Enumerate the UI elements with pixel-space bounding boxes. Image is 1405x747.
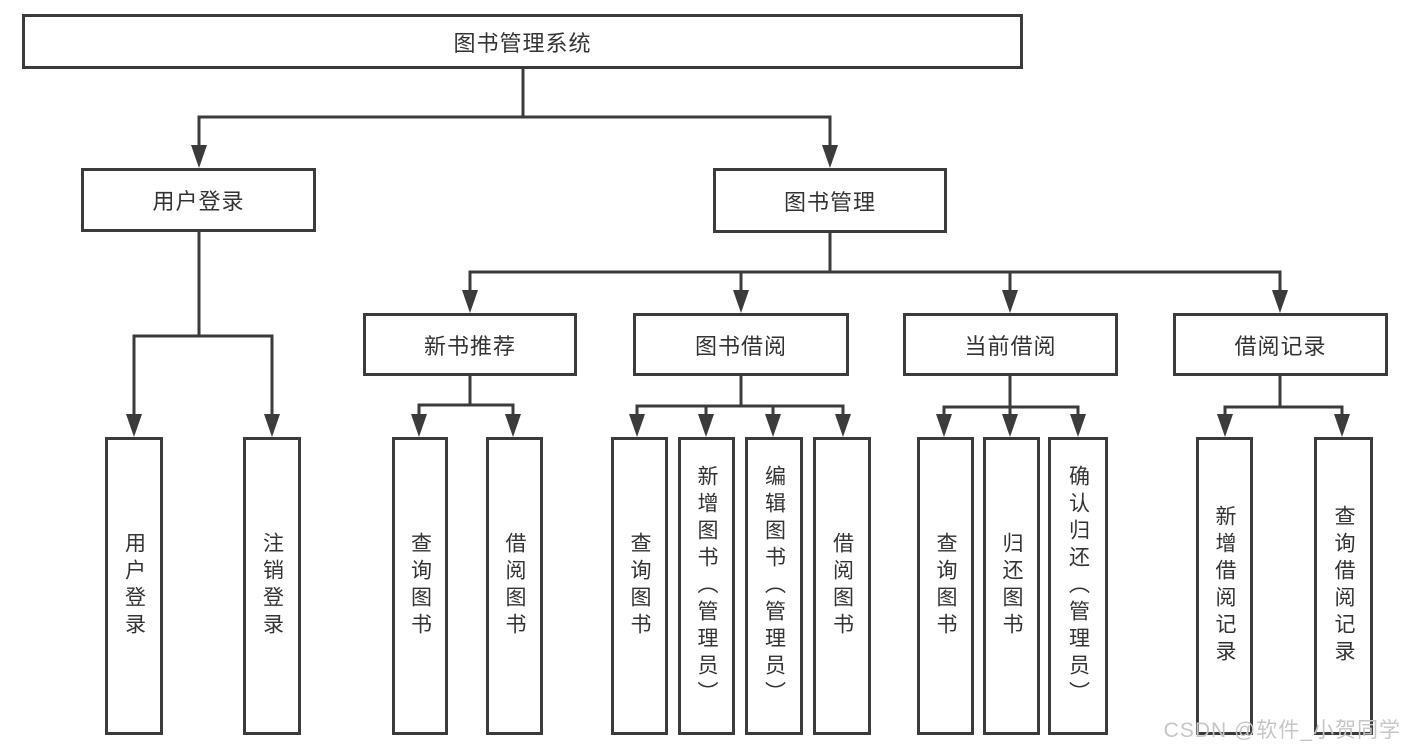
node-root: 图书管理系统 bbox=[22, 14, 1023, 69]
leaf-user-login: 用户登录 bbox=[105, 437, 163, 735]
leaf-newbooks-borrow-books-label: 借阅图书 bbox=[503, 532, 526, 640]
leaf-borrow-borrow-books-label: 借阅图书 bbox=[830, 532, 854, 640]
node-new-book-recommend: 新书推荐 bbox=[363, 313, 577, 376]
node-current-borrow: 当前借阅 bbox=[903, 313, 1118, 376]
leaf-logout: 注销登录 bbox=[243, 437, 301, 735]
leaf-current-confirm-return-admin-label: 确认归还（管理员） bbox=[1066, 464, 1090, 708]
leaf-current-return-books-label: 归还图书 bbox=[1000, 532, 1023, 640]
node-current-borrow-label: 当前借阅 bbox=[964, 333, 1057, 359]
leaf-current-query-books: 查询图书 bbox=[917, 437, 974, 735]
node-book-management-label: 图书管理 bbox=[783, 189, 876, 215]
leaf-user-login-label: 用户登录 bbox=[122, 532, 146, 640]
leaf-current-confirm-return-admin: 确认归还（管理员） bbox=[1048, 437, 1108, 735]
leaf-borrow-edit-books-admin-label: 编辑图书（管理员） bbox=[762, 464, 786, 708]
leaf-current-query-books-label: 查询图书 bbox=[934, 532, 957, 640]
node-borrow-records: 借阅记录 bbox=[1173, 313, 1388, 376]
leaf-logout-label: 注销登录 bbox=[260, 532, 284, 640]
leaf-records-query-record-label: 查询借阅记录 bbox=[1332, 505, 1355, 667]
leaf-newbooks-query-books: 查询图书 bbox=[392, 437, 448, 735]
node-borrow-records-label: 借阅记录 bbox=[1234, 333, 1327, 359]
leaf-borrow-borrow-books: 借阅图书 bbox=[813, 437, 871, 735]
node-root-label: 图书管理系统 bbox=[453, 30, 592, 56]
node-user-login-label: 用户登录 bbox=[152, 189, 245, 214]
node-book-management: 图书管理 bbox=[713, 168, 947, 233]
leaf-newbooks-query-books-label: 查询图书 bbox=[408, 532, 432, 640]
leaf-newbooks-borrow-books: 借阅图书 bbox=[486, 437, 543, 735]
leaf-borrow-query-books: 查询图书 bbox=[611, 437, 668, 735]
node-book-borrow: 图书借阅 bbox=[633, 313, 849, 376]
leaf-current-return-books: 归还图书 bbox=[983, 437, 1040, 735]
leaf-borrow-edit-books-admin: 编辑图书（管理员） bbox=[745, 437, 803, 735]
leaf-borrow-add-books-admin: 新增图书（管理员） bbox=[678, 437, 735, 735]
node-book-borrow-label: 图书借阅 bbox=[694, 333, 787, 359]
leaf-records-add-record-label: 新增借阅记录 bbox=[1213, 505, 1236, 667]
leaf-borrow-add-books-admin-label: 新增图书（管理员） bbox=[695, 464, 718, 708]
node-new-book-recommend-label: 新书推荐 bbox=[423, 333, 516, 359]
node-user-login: 用户登录 bbox=[81, 168, 316, 232]
leaf-records-add-record: 新增借阅记录 bbox=[1196, 437, 1253, 735]
leaf-borrow-query-books-label: 查询图书 bbox=[628, 532, 651, 640]
leaf-records-query-record: 查询借阅记录 bbox=[1314, 437, 1373, 735]
watermark: CSDN @软件_小贺同学 bbox=[1163, 719, 1401, 742]
